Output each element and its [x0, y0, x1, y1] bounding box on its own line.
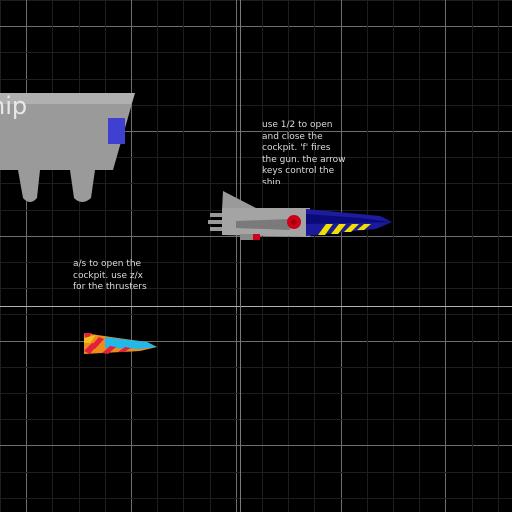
small-ship-controls-hint: a/s to open the cockpit. use z/x for the… — [73, 259, 147, 292]
large-ship-label: hip — [0, 92, 28, 120]
player-ship — [208, 191, 392, 240]
large-grey-ship — [0, 93, 135, 202]
player-controls-hint: use 1/2 to open and close the cockpit. '… — [262, 120, 346, 184]
small-striped-ship — [84, 333, 157, 354]
